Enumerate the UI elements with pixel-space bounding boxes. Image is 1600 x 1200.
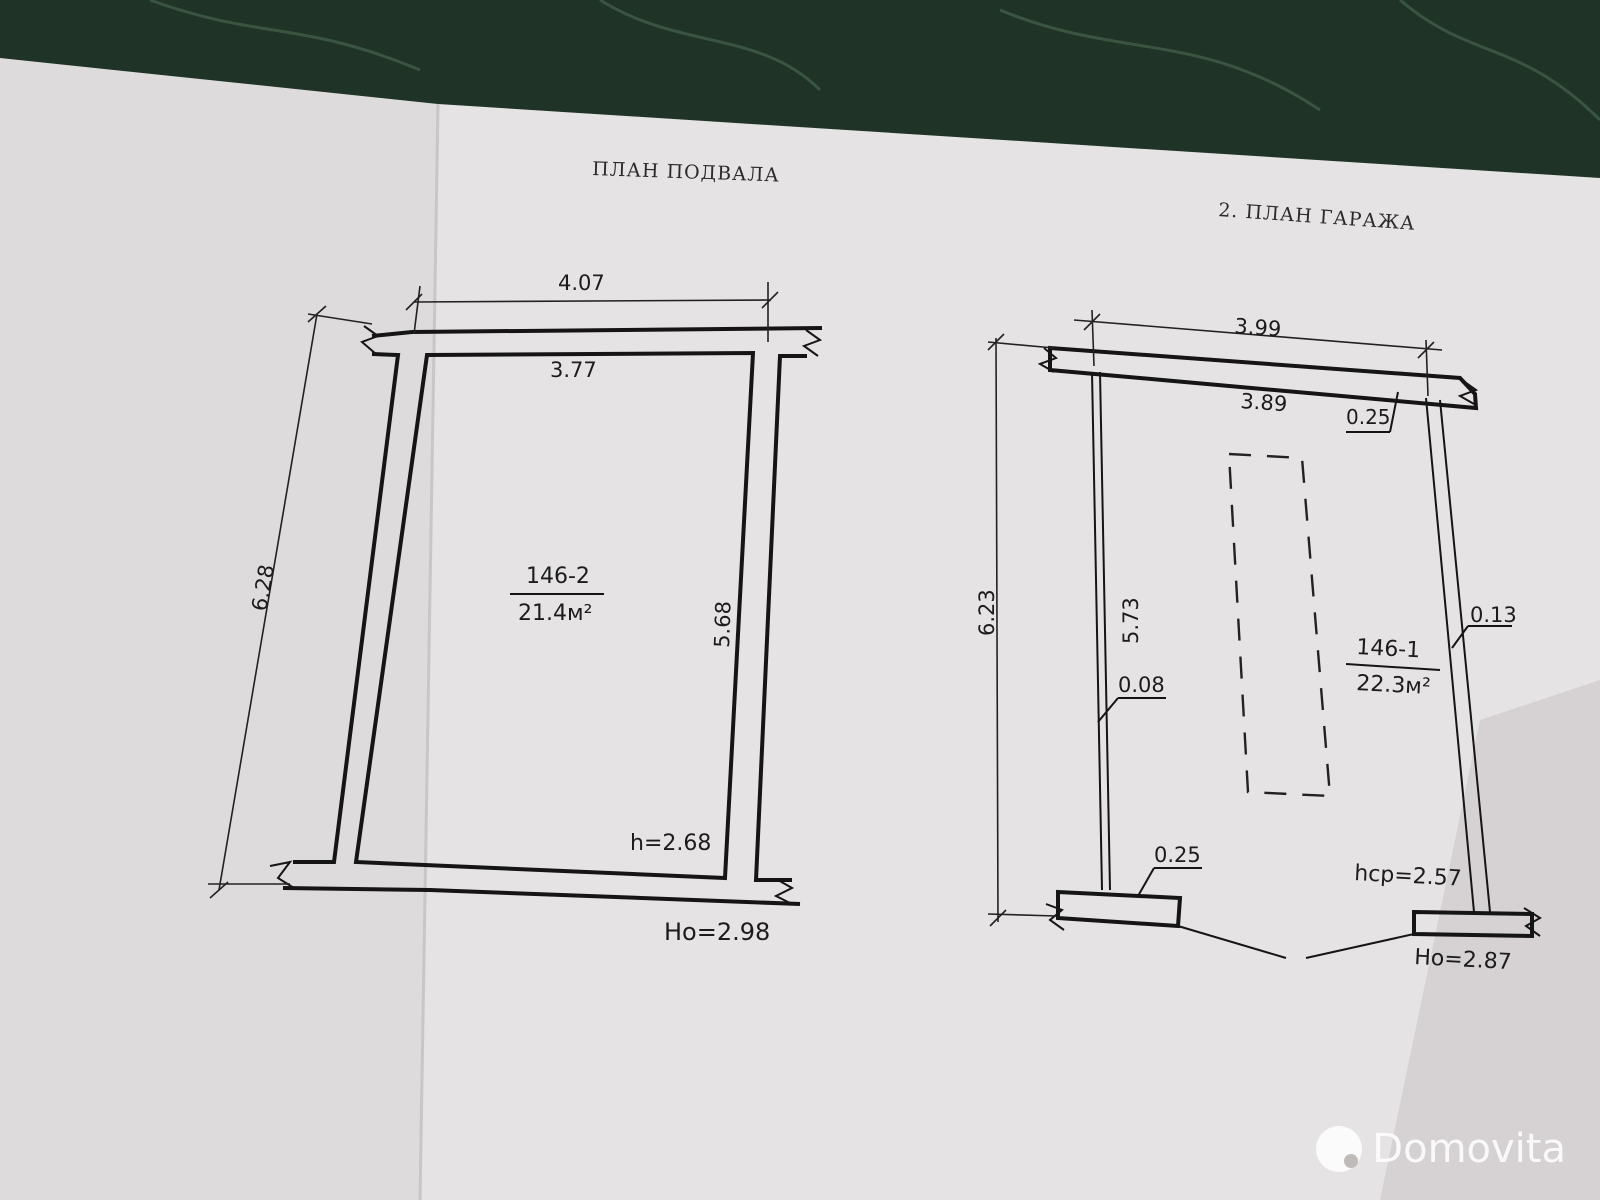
dimension-extension [307,313,373,325]
basement-ho: Ho=2.98 [664,918,770,946]
garage-right-wall-thickness: 0.13 [1470,603,1517,627]
marble-vein [149,0,1600,122]
garage-left-wall [1091,371,1103,891]
dimension-tick [1083,313,1101,331]
garage-bottom-wall-thickness: 0.25 [1154,843,1201,867]
dimension-extension [413,285,421,335]
domovita-logo-icon [1316,1126,1363,1172]
dimension-line [1073,319,1443,351]
basement-room-height: h=2.68 [630,831,711,856]
dimension-extension [987,341,1055,349]
basement-room-area: 21.4м² [518,601,592,626]
watermark: Domovita [1316,1126,1566,1172]
wall-break-mark [1037,347,1058,373]
wall-break-mark [1523,907,1542,937]
basement-outer-wall-right [753,354,807,882]
gate-line [1305,933,1415,959]
wall-break-mark [801,329,823,357]
wall-break-mark [773,879,795,905]
basement-outer-wall [293,352,401,864]
garage-ho: Ho=2.87 [1414,945,1513,975]
dimension-tick [987,333,1005,351]
garage-right-wall [1439,399,1491,913]
leader-line [1137,867,1155,897]
basement-room-number: 146-2 [526,564,590,589]
wall-break-mark [1457,379,1479,405]
garage-top-wall-thickness: 0.25 [1346,405,1391,429]
dimension-tick [209,881,229,899]
basement-inner-width: 3.77 [550,358,597,382]
wall-break-mark [1045,903,1065,931]
basement-outer-width: 4.07 [558,271,605,295]
paper-left-page [0,58,438,1200]
paper-right-page [420,104,1600,1200]
garage-left-wall [1099,371,1111,891]
garage-bottom-right-wall [1412,909,1534,939]
basement-inner-length: 5.68 [710,601,736,649]
inspection-pit-outline [1227,452,1332,798]
dimension-tick [989,909,1007,927]
gate-line [1177,925,1287,959]
garage-outer-length: 6.23 [975,589,999,636]
garage-inner-length: 5.73 [1119,597,1143,644]
dimension-line [218,313,318,891]
basement-outer-wall-bottom [282,886,801,906]
basement-room-outline [353,350,756,881]
garage-room-area: 22.3м² [1356,671,1432,700]
shadow-area [1380,680,1600,1200]
garage-left-wall-thickness: 0.08 [1118,673,1165,697]
dimension-tick [761,291,779,309]
dimension-line [995,337,999,923]
garage-top-wall [1048,345,1479,411]
leader-line [1389,391,1399,433]
garage-room-number: 146-1 [1356,635,1421,663]
leader-line [1451,625,1469,649]
dimension-line [413,299,772,303]
dimension-extension [1091,309,1095,367]
room-label-divider [1345,663,1441,671]
garage-avg-height: hср=2.57 [1354,861,1463,892]
basement-outer-wall-top [371,326,823,338]
watermark-brand: Domovita [1372,1126,1566,1172]
garage-outer-width: 3.99 [1234,314,1282,341]
dimension-extension [987,913,1057,917]
wall-break-mark [269,860,295,889]
dimension-tick [307,305,327,323]
garage-inner-width: 3.89 [1240,389,1288,416]
page-fold [418,103,440,1200]
dimension-tick [405,293,423,311]
wall-break-mark [360,325,381,355]
garage-right-wall [1425,397,1475,913]
leader-line [1097,697,1119,723]
dimension-tick [1417,341,1435,359]
